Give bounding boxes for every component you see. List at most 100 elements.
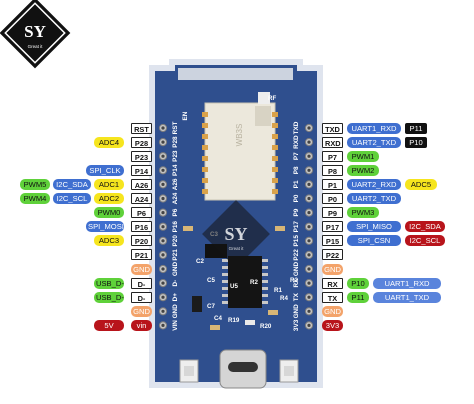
pin-hole-right-center	[307, 211, 311, 215]
module-pad	[202, 145, 208, 150]
silk-right-label: RXD	[293, 135, 300, 149]
chip-leg	[222, 294, 228, 297]
pin-hole-left-center	[161, 168, 165, 172]
pin-hole-right-center	[307, 323, 311, 327]
pcb-top-edge	[178, 68, 293, 80]
right-pin-label: RXD	[322, 136, 343, 148]
left-pin-label: P28	[131, 136, 152, 148]
right-func-label: ADC5	[405, 178, 437, 190]
left-func-label: SPI_MOSI	[86, 221, 124, 233]
left-func-label: ADC4	[94, 136, 124, 148]
right-pin-label: 3V3	[322, 319, 343, 331]
left-func-label: PWM0	[94, 207, 124, 219]
chip-leg	[262, 301, 268, 304]
right-pin-label: P1	[322, 178, 343, 190]
silk-part-label: U5	[230, 283, 238, 290]
passive	[183, 226, 193, 231]
passive	[245, 320, 255, 325]
silk-right-label: TXD	[293, 121, 300, 134]
pin-hole-right-center	[307, 140, 311, 144]
left-func-label: USB_D-	[94, 277, 124, 289]
right-pin-label: TXD	[322, 122, 343, 134]
passive	[275, 226, 285, 231]
right-func-label: P10	[405, 136, 427, 148]
pin-hole-left-center	[161, 309, 165, 313]
right-func-label: SPI_CSN	[347, 235, 401, 247]
chip-leg	[222, 280, 228, 283]
pin-hole-left-center	[161, 211, 165, 215]
right-func-label: PWM3	[347, 207, 379, 219]
right-func-label: UART1_RXD	[373, 277, 441, 289]
right-pin-label: P0	[322, 193, 343, 204]
silk-left-label: D+	[172, 293, 179, 302]
silk-right-label: TX	[293, 292, 300, 301]
right-pin-label: TX	[322, 291, 343, 303]
silk-right-label: P7	[293, 152, 300, 160]
chip-leg	[262, 273, 268, 276]
watermark-diamond	[202, 200, 270, 268]
chip-leg	[262, 280, 268, 283]
chip-leg	[222, 287, 228, 290]
silk-right-label: P0	[293, 194, 300, 202]
watermark-tagline: Great it	[229, 246, 245, 251]
passive	[210, 325, 220, 330]
module-pad	[202, 134, 208, 139]
silk-right-label: RX	[293, 278, 300, 288]
left-pin-label: vin	[131, 319, 152, 331]
right-func-label: SPI_MISO	[347, 221, 401, 233]
module-pad	[272, 145, 278, 150]
silk-left-label: D-	[172, 280, 179, 287]
left-pin-label: P21	[131, 249, 152, 261]
module-pad	[272, 112, 278, 117]
module-pad	[202, 167, 208, 172]
left-func-label: PWM5	[20, 178, 50, 190]
left-func-label: PWM4	[20, 193, 50, 204]
pin-hole-right-center	[307, 154, 311, 158]
left-func-label: ADC2	[94, 193, 124, 204]
silk-right-label: GND	[293, 304, 300, 319]
pin-hole-right-center	[307, 225, 311, 229]
pin-hole-left-center	[161, 126, 165, 130]
silk-left-label: P6	[172, 208, 179, 216]
pin-hole-left-center	[161, 225, 165, 229]
silk-part-label: R3	[290, 277, 298, 284]
right-func-label: PWM1	[347, 150, 379, 162]
module-pad	[272, 178, 278, 183]
left-func-label: ADC1	[94, 178, 124, 190]
silk-left-label: P23	[172, 150, 179, 162]
pin-hole-right-center	[307, 182, 311, 186]
right-pin-label: GND	[322, 263, 343, 275]
chip-leg	[262, 287, 268, 290]
pin-hole-right-center	[307, 126, 311, 130]
silk-left-label: P21	[172, 249, 179, 261]
left-func-label: I2C_SDA	[53, 178, 91, 190]
logo-tagline: Great it	[28, 44, 44, 49]
right-pin-label: P15	[322, 235, 343, 247]
module-pad	[272, 189, 278, 194]
pin-hole-left-center	[161, 281, 165, 285]
left-pin-label: P16	[131, 221, 152, 233]
silk-part-label: RF	[268, 95, 276, 102]
chip-leg	[262, 266, 268, 269]
silk-left-label: P28	[172, 136, 179, 148]
silk-right-label: P22	[293, 249, 300, 261]
silk-right-label: P1	[293, 180, 300, 188]
module-pad	[202, 112, 208, 117]
module-pad	[272, 123, 278, 128]
pin-hole-right-center	[307, 168, 311, 172]
boot-button-cap	[284, 366, 294, 376]
silk-left-label: GND	[172, 262, 179, 277]
pin-hole-right-center	[307, 309, 311, 313]
silk-part-label: C4	[214, 315, 222, 322]
left-pin-label: A24	[131, 193, 152, 204]
chip-leg	[262, 294, 268, 297]
reset-button-cap	[184, 366, 194, 376]
silk-left-label: RST	[172, 122, 179, 135]
right-pin-label: P9	[322, 207, 343, 219]
right-func-label: UART2_TXD	[347, 136, 401, 148]
right-pin-label: P22	[322, 249, 343, 261]
module-pad	[202, 156, 208, 161]
right-pin-label: P8	[322, 164, 343, 176]
silk-left-label: A26	[172, 178, 179, 190]
